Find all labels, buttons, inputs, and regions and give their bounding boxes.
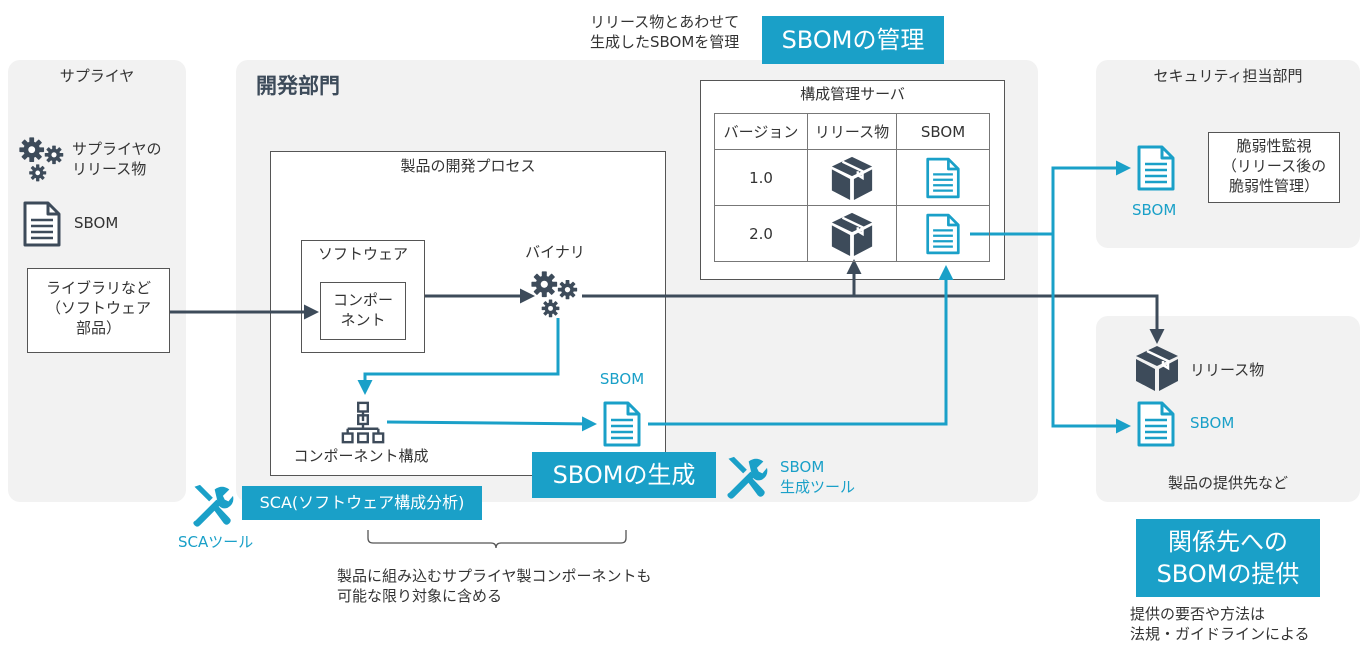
generated-sbom-label: SBOM bbox=[599, 370, 645, 388]
table-row: 1.0 bbox=[714, 149, 990, 206]
component-line1: コンポー bbox=[332, 291, 393, 309]
release-package-icon bbox=[829, 211, 875, 257]
supplier-release-line2: リリース物 bbox=[72, 160, 147, 178]
manage-note-line2: 生成したSBOMを管理 bbox=[590, 33, 740, 51]
sca-tool-icon bbox=[188, 484, 234, 528]
component-hierarchy-icon bbox=[339, 400, 387, 446]
dev-process-title: 製品の開発プロセス bbox=[400, 157, 536, 175]
version-cell: 2.0 bbox=[714, 205, 808, 262]
software-label: ソフトウェア bbox=[317, 245, 408, 263]
sca-tool-label: SCAツール bbox=[178, 533, 254, 551]
vuln-monitor-line1: 脆弱性監視 bbox=[1236, 137, 1312, 155]
sca-note-line2: 可能な限り対象に含める bbox=[337, 587, 503, 605]
supplier-title: サプライヤ bbox=[59, 67, 135, 85]
dev-department-title: 開発部門 bbox=[256, 74, 340, 98]
library-line1: ライブラリなど bbox=[45, 279, 151, 297]
supplier-sbom-document-icon bbox=[22, 200, 62, 248]
sbom-document-icon bbox=[925, 156, 961, 200]
component-line2: ネント bbox=[340, 311, 386, 329]
customer-sbom-label: SBOM bbox=[1190, 414, 1235, 432]
config-server-table: バージョン リリース物 SBOM 1.0 2.0 bbox=[714, 113, 990, 262]
release-cell bbox=[807, 205, 897, 262]
sbom-provide-tag: 関係先への SBOMの提供 bbox=[1136, 519, 1320, 597]
library-line2: （ソフトウェア bbox=[45, 299, 151, 317]
vuln-monitor-line2: （リリース後の bbox=[1221, 157, 1327, 175]
security-sbom-document-icon bbox=[1136, 144, 1176, 192]
library-line3: 部品） bbox=[75, 319, 121, 337]
column-header-version: バージョン bbox=[714, 113, 808, 150]
customer-release-label: リリース物 bbox=[1190, 361, 1265, 379]
supplier-release-gears-icon bbox=[18, 136, 66, 184]
vuln-monitor-line3: 脆弱性管理） bbox=[1228, 177, 1319, 195]
sbom-tool-line2: 生成ツール bbox=[780, 478, 856, 496]
table-row: 2.0 bbox=[714, 205, 990, 262]
sbom-tool-line1: SBOM bbox=[780, 458, 825, 476]
binary-label: バイナリ bbox=[525, 243, 585, 261]
config-server-title: 構成管理サーバ bbox=[800, 85, 905, 103]
component-box bbox=[320, 282, 406, 340]
sbom-document-icon bbox=[925, 212, 961, 256]
security-title: セキュリティ担当部門 bbox=[1153, 67, 1303, 85]
sbom-generate-tag: SBOMの生成 bbox=[532, 452, 716, 498]
column-header-sbom: SBOM bbox=[896, 113, 990, 150]
binary-gears-icon bbox=[530, 270, 580, 320]
supplier-release-line1: サプライヤの bbox=[72, 140, 162, 158]
generated-sbom-document-icon bbox=[602, 400, 642, 448]
customer-title: 製品の提供先など bbox=[1167, 474, 1288, 492]
security-sbom-label: SBOM bbox=[1132, 201, 1177, 219]
sca-tag: SCA(ソフトウェア構成分析) bbox=[242, 486, 482, 520]
release-package-icon bbox=[829, 155, 875, 201]
manage-note-line1: リリース物とあわせて bbox=[590, 13, 740, 31]
sbom-tool-icon bbox=[722, 456, 768, 500]
sbom-cell bbox=[896, 149, 990, 206]
sca-note-line1: 製品に組み込むサプライヤ製コンポーネントも bbox=[337, 567, 652, 585]
sbom-manage-tag: SBOMの管理 bbox=[762, 16, 944, 64]
provide-note-line1: 提供の要否や方法は bbox=[1130, 605, 1266, 623]
provide-note-line2: 法規・ガイドラインによる bbox=[1130, 625, 1310, 643]
sbom-provide-line1: 関係先への bbox=[1168, 528, 1288, 556]
version-cell: 1.0 bbox=[714, 149, 808, 206]
sbom-cell bbox=[896, 205, 990, 262]
customer-release-package-icon bbox=[1132, 344, 1182, 392]
column-header-release: リリース物 bbox=[807, 113, 897, 150]
composition-label: コンポーネント構成 bbox=[293, 447, 429, 465]
supplier-sbom-label: SBOM bbox=[74, 214, 119, 232]
sbom-provide-line2: SBOMの提供 bbox=[1156, 560, 1300, 588]
library-box bbox=[27, 268, 170, 353]
release-cell bbox=[807, 149, 897, 206]
customer-sbom-document-icon bbox=[1136, 400, 1176, 448]
vuln-monitor-box bbox=[1208, 132, 1340, 203]
